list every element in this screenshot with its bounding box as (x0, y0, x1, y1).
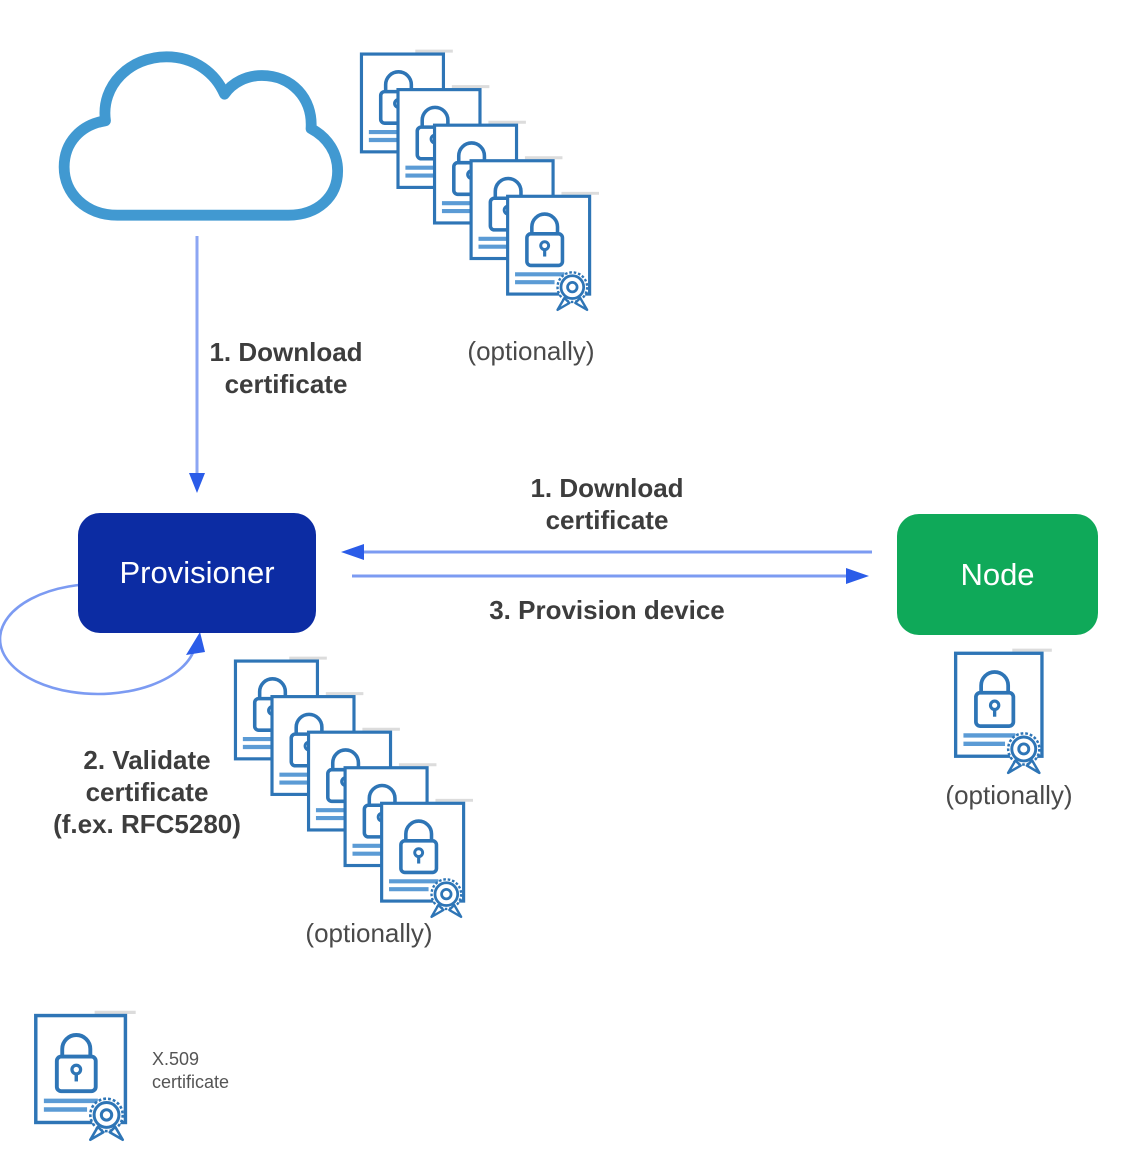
certificate-stack-bottom (232, 654, 473, 919)
step2-label: 2. Validate certificate (f.ex. RFC5280) (53, 745, 241, 839)
legend-label: X.509 certificate (152, 1049, 230, 1092)
node-node: Node (897, 514, 1098, 635)
optional-label-node: (optionally) (945, 780, 1073, 810)
certificate-stack-top (358, 47, 599, 312)
arrow-node-to-provisioner (341, 544, 872, 560)
optional-label-top: (optionally) (467, 336, 595, 366)
arrow-provisioner-to-node (352, 568, 869, 584)
step1-cloud-label: 1. Download certificate (209, 337, 363, 399)
legend-certificate-icon (32, 1008, 140, 1143)
step3-label: 3. Provision device (489, 595, 725, 625)
optional-label-bottom: (optionally) (305, 918, 433, 948)
step1-node-label: 1. Download certificate (530, 473, 684, 535)
provisioner-label: Provisioner (119, 555, 275, 590)
node-certificate-icon (952, 646, 1056, 776)
self-loop-arrow (0, 582, 205, 696)
node-label: Node (960, 556, 1035, 592)
provisioner-node: Provisioner (78, 513, 316, 633)
arrow-cloud-to-provisioner (189, 236, 205, 493)
cloud-icon (58, 51, 344, 221)
